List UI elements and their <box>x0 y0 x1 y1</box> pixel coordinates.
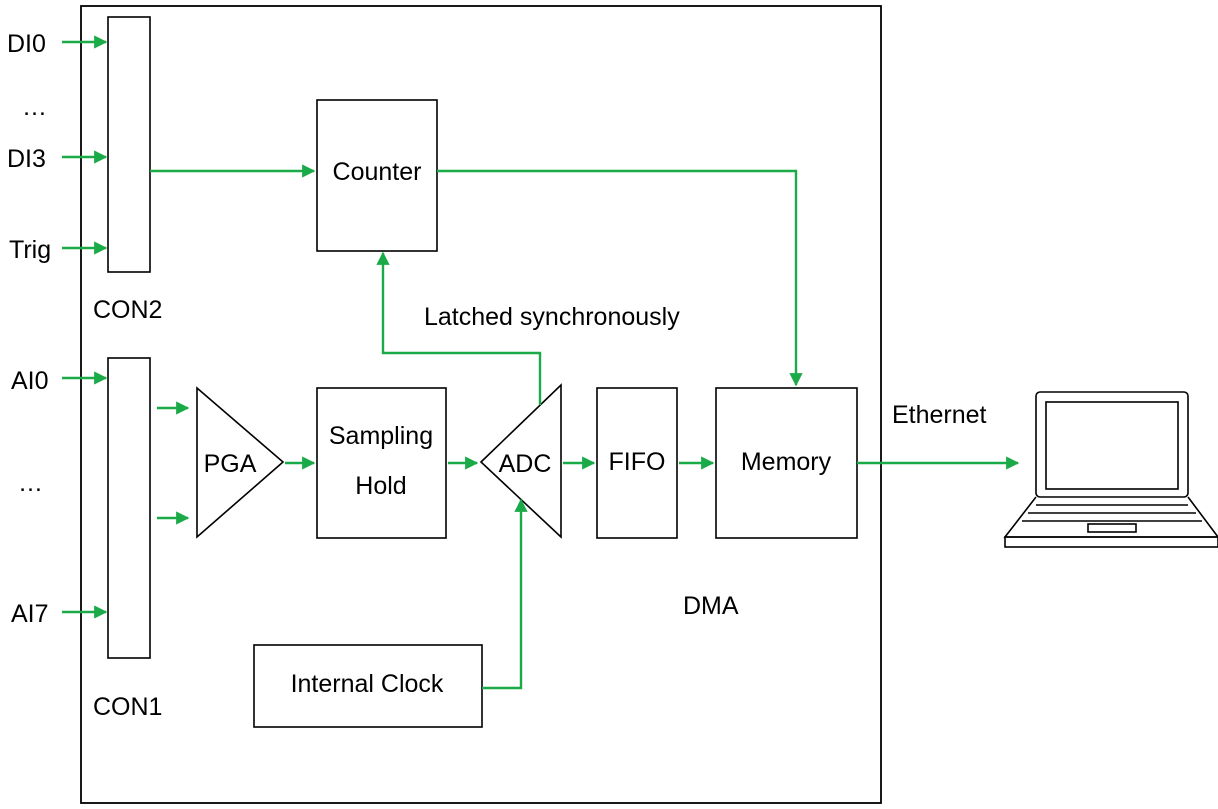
ai7-label: AI7 <box>11 600 49 628</box>
pga-label: PGA <box>204 450 257 478</box>
hold-label: Hold <box>355 472 406 500</box>
pga-amplifier <box>196 386 285 539</box>
con2-connector <box>107 16 151 273</box>
counter-to-memory-wire <box>437 169 803 387</box>
ai0-label: AI0 <box>11 367 49 395</box>
di-ellipsis-label: … <box>22 93 47 121</box>
latched-annotation: Latched synchronously <box>424 303 680 331</box>
fifo-label: FIFO <box>609 448 666 476</box>
counter-label: Counter <box>333 158 422 186</box>
memory-label: Memory <box>741 448 832 476</box>
internal-clock-block <box>253 644 483 728</box>
ethernet-annotation: Ethernet <box>892 401 987 429</box>
con1-connector <box>107 357 151 659</box>
counter-block <box>316 99 438 252</box>
con2-label: CON2 <box>93 296 162 324</box>
sampling-hold-block <box>316 387 447 539</box>
device-enclosure <box>80 5 882 804</box>
clock-to-adc-wire <box>482 498 528 690</box>
signal-wires <box>62 35 1020 690</box>
di0-label: DI0 <box>7 30 46 58</box>
fifo-block <box>596 387 678 539</box>
latch-feedback-wire <box>376 251 542 405</box>
laptop-icon <box>1003 391 1218 548</box>
trig-label: Trig <box>9 236 51 264</box>
adc-label: ADC <box>499 450 552 478</box>
internal-clock-label: Internal Clock <box>291 670 444 698</box>
con1-label: CON1 <box>93 693 162 721</box>
di3-label: DI3 <box>7 145 46 173</box>
dma-annotation: DMA <box>683 592 739 620</box>
ai-ellipsis-label: … <box>18 469 43 497</box>
sampling-label: Sampling <box>329 422 433 450</box>
